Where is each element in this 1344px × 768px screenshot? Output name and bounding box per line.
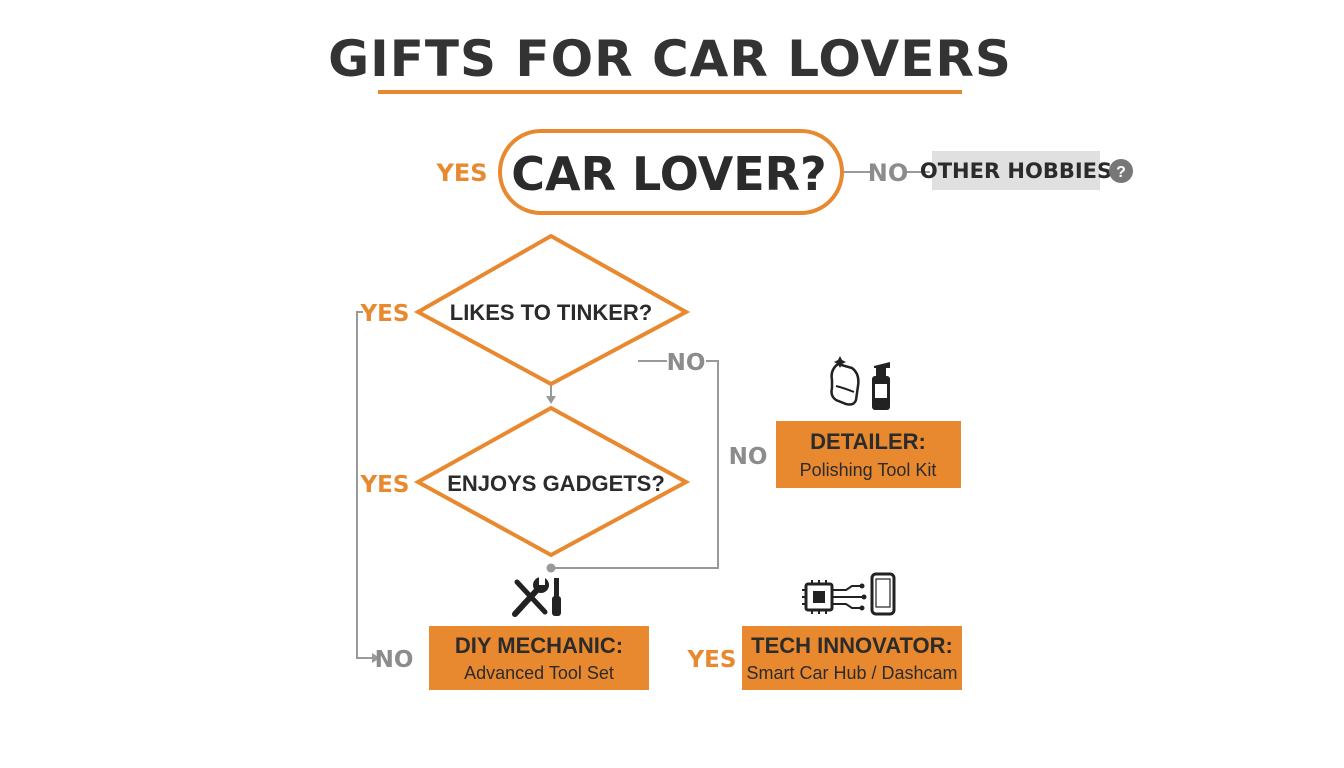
detailer-box[interactable]: DETAILER: Polishing Tool Kit (776, 421, 961, 488)
arrow-to-mechanic (372, 653, 380, 663)
mechanic-box[interactable]: DIY MECHANIC: Advanced Tool Set (429, 626, 649, 690)
chip-smartphone-icon (802, 572, 896, 616)
gadgets-no-label: NO (729, 444, 768, 470)
tinker-no-label: NO (667, 350, 706, 376)
tech-edge-label: YES (687, 647, 737, 673)
gadgets-question: ENJOYS GADGETS? (447, 471, 665, 496)
other-hobbies-shape (932, 151, 1100, 190)
connector-lines (356, 171, 930, 659)
gadgets-yes-label: YES (360, 472, 410, 498)
phone-screen (875, 578, 891, 608)
detailer-title: DETAILER: (810, 429, 926, 454)
sponge-line (835, 385, 855, 393)
start-node[interactable]: CAR LOVER? (498, 129, 844, 215)
help-icon-circle (1109, 159, 1133, 183)
mechanic-title: DIY MECHANIC: (455, 633, 623, 658)
mechanic-edge-label: NO (375, 647, 414, 673)
bottle-label (875, 384, 887, 398)
junction-dot (546, 563, 556, 573)
circuit-nodes (859, 583, 867, 611)
tech-title: TECH INNOVATOR: (751, 633, 953, 658)
other-hobbies-box[interactable]: OTHER HOBBIES (920, 151, 1112, 190)
wrench-jaw (539, 576, 545, 585)
tech-box[interactable]: TECH INNOVATOR: Smart Car Hub / Dashcam (742, 626, 962, 690)
mechanic-subtitle: Advanced Tool Set (464, 663, 614, 683)
bottle-neck (876, 366, 886, 376)
start-no-label: NO (868, 159, 909, 187)
start-yes-label: YES (435, 159, 487, 187)
bottle-nozzle (874, 362, 890, 368)
question-circle-icon[interactable]: ? (1109, 159, 1133, 183)
pliers-handle (514, 579, 548, 615)
page-title: GIFTS FOR CAR LOVERS (328, 30, 1012, 88)
circuit-traces (832, 585, 864, 609)
detailer-subtitle: Polishing Tool Kit (800, 460, 937, 480)
sparkle-shape (834, 356, 846, 368)
other-hobbies-label: OTHER HOBBIES (920, 159, 1112, 183)
tinker-question: LIKES TO TINKER? (450, 300, 653, 325)
chip-core (813, 591, 825, 603)
start-node-shape (498, 129, 844, 215)
start-question: CAR LOVER? (511, 147, 826, 201)
tinker-decision[interactable]: LIKES TO TINKER? (413, 233, 691, 387)
arrow-to-gadgets (546, 396, 556, 404)
tech-subtitle: Smart Car Hub / Dashcam (746, 663, 957, 683)
chip-pins (802, 580, 827, 614)
tinker-yes-label: YES (360, 301, 410, 327)
screwdriver-shaft (554, 578, 559, 598)
sponge-shape (830, 362, 860, 406)
detailer-shape (776, 421, 961, 488)
tech-shape (742, 626, 962, 690)
connector-tinker-yes-to-mechanic (356, 311, 372, 659)
wrench-screwdriver-icon (512, 576, 561, 617)
help-icon-glyph: ? (1116, 164, 1126, 181)
connector-tinker-no-to-gadgets (551, 360, 719, 569)
sponge-spray-bottle-icon (830, 356, 890, 410)
gadgets-diamond (413, 405, 691, 558)
wrench-handle (512, 587, 540, 617)
mechanic-shape (429, 626, 649, 690)
tinker-diamond (413, 233, 691, 387)
gadgets-decision[interactable]: ENJOYS GADGETS? (413, 405, 691, 558)
screwdriver-grip (552, 596, 561, 616)
